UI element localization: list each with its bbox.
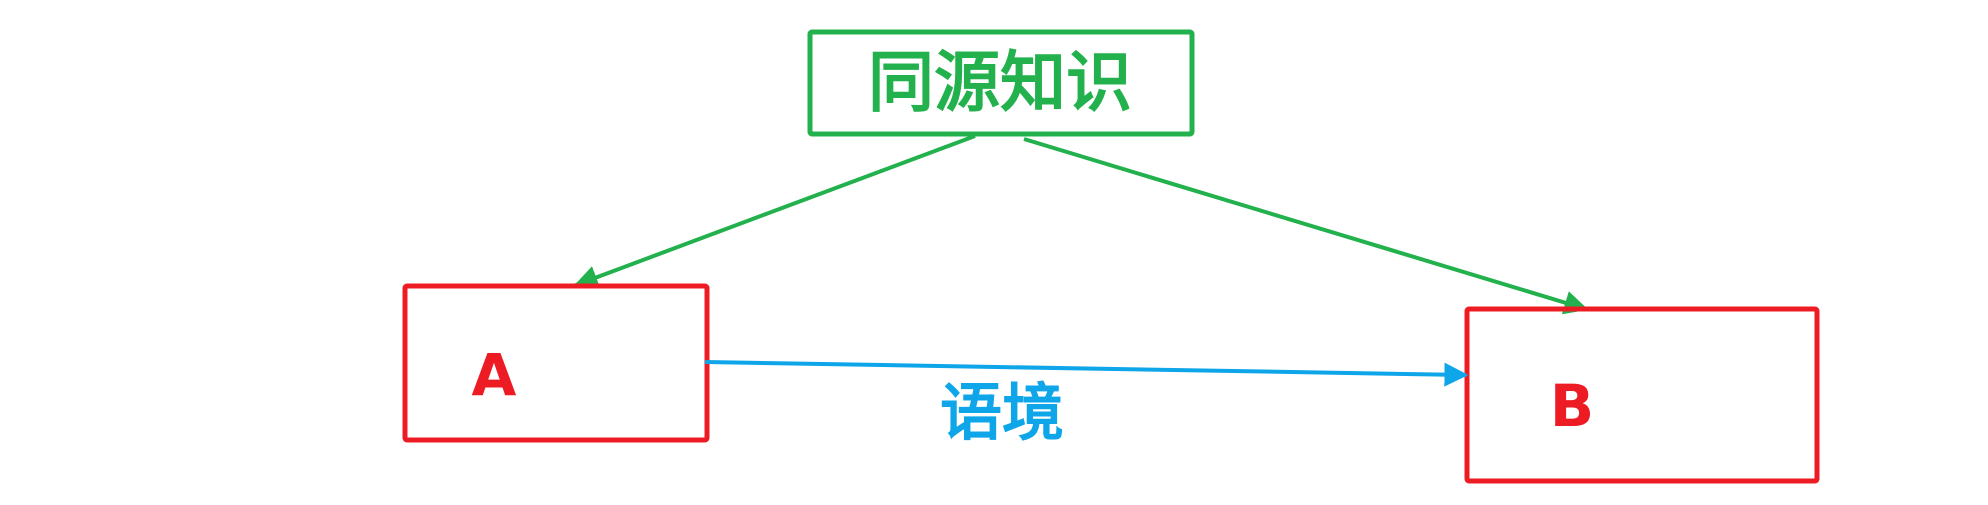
edge-a-to-b [704,360,1469,387]
edge-source-to-b [1023,137,1589,315]
edge-a-to-b-label: 语境 [940,376,1064,449]
source-node: 同源知识 [807,29,1195,137]
node-a-label: A [472,341,517,409]
node-a-box [402,283,710,443]
edge-source-to-a [573,134,976,289]
node-b-box [1464,306,1820,484]
node-b: B [1464,306,1820,484]
node-b-label: B [1550,372,1594,440]
node-a: A [402,283,710,443]
source-node-box [807,29,1195,137]
source-node-label: 同源知识 [868,44,1132,121]
